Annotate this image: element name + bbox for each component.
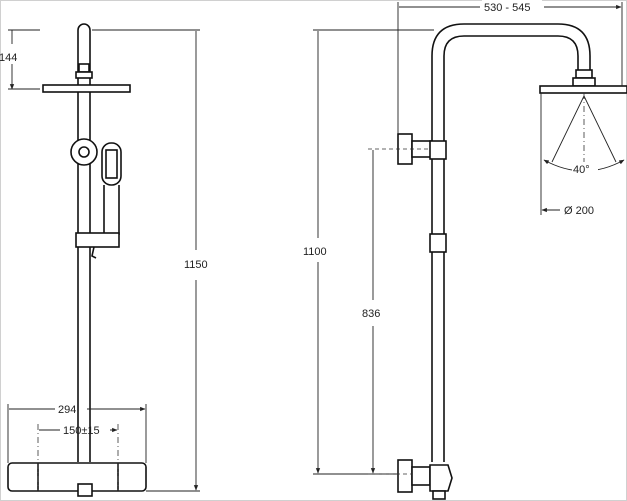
dim-40-label: 40° [573, 164, 590, 176]
side-riser-pipe [431, 56, 445, 462]
side-arm-outer [431, 23, 591, 70]
side-upper-bracket-arm [411, 140, 433, 158]
front-hand-shower-face [105, 149, 118, 179]
dim-150-label: 150±15 [63, 425, 100, 437]
front-slider-ring-inner [78, 146, 90, 158]
front-connector [78, 63, 90, 73]
side-spray-cone [551, 95, 617, 163]
front-view: 144 1150 294 150±15 [0, 23, 211, 497]
front-mixer-outlet [77, 483, 93, 497]
front-riser-pipe [77, 52, 91, 462]
front-head-shower-plate [42, 84, 131, 93]
dim-836-label: 836 [362, 308, 380, 320]
dim-530-extension [397, 2, 623, 134]
side-mixer-outlet [432, 490, 446, 500]
side-head-shower-plate [539, 85, 627, 94]
front-riser-cap [77, 23, 91, 52]
dim-144-label: 144 [0, 52, 17, 64]
front-mixer-body [7, 462, 147, 492]
dim-530-label: 530 - 545 [484, 2, 530, 14]
dim-1100-label: 1100 [303, 246, 327, 258]
dim-1150-label: 1150 [184, 259, 208, 271]
front-holder-block [75, 232, 120, 248]
front-slider-ring [70, 138, 98, 166]
dim-294-label: 294 [58, 404, 76, 416]
side-view: 40° Ø 200 530 - 545 1100 836 [302, 0, 627, 500]
front-hand-shower-handle [103, 185, 120, 235]
side-head-connector [575, 69, 593, 79]
side-mixer-stub [411, 466, 431, 486]
side-slider-clamp [429, 233, 447, 253]
dim-200-label: Ø 200 [564, 205, 594, 217]
side-mixer-body [429, 464, 453, 492]
side-arm-inner [443, 35, 579, 70]
dim-150-centerlines [37, 424, 119, 491]
side-lower-wall-plate [397, 459, 413, 493]
side-head-swivel [572, 77, 596, 87]
side-upper-clamp [429, 140, 447, 160]
front-connector-nut [75, 71, 93, 79]
front-holder-hook [91, 246, 97, 259]
